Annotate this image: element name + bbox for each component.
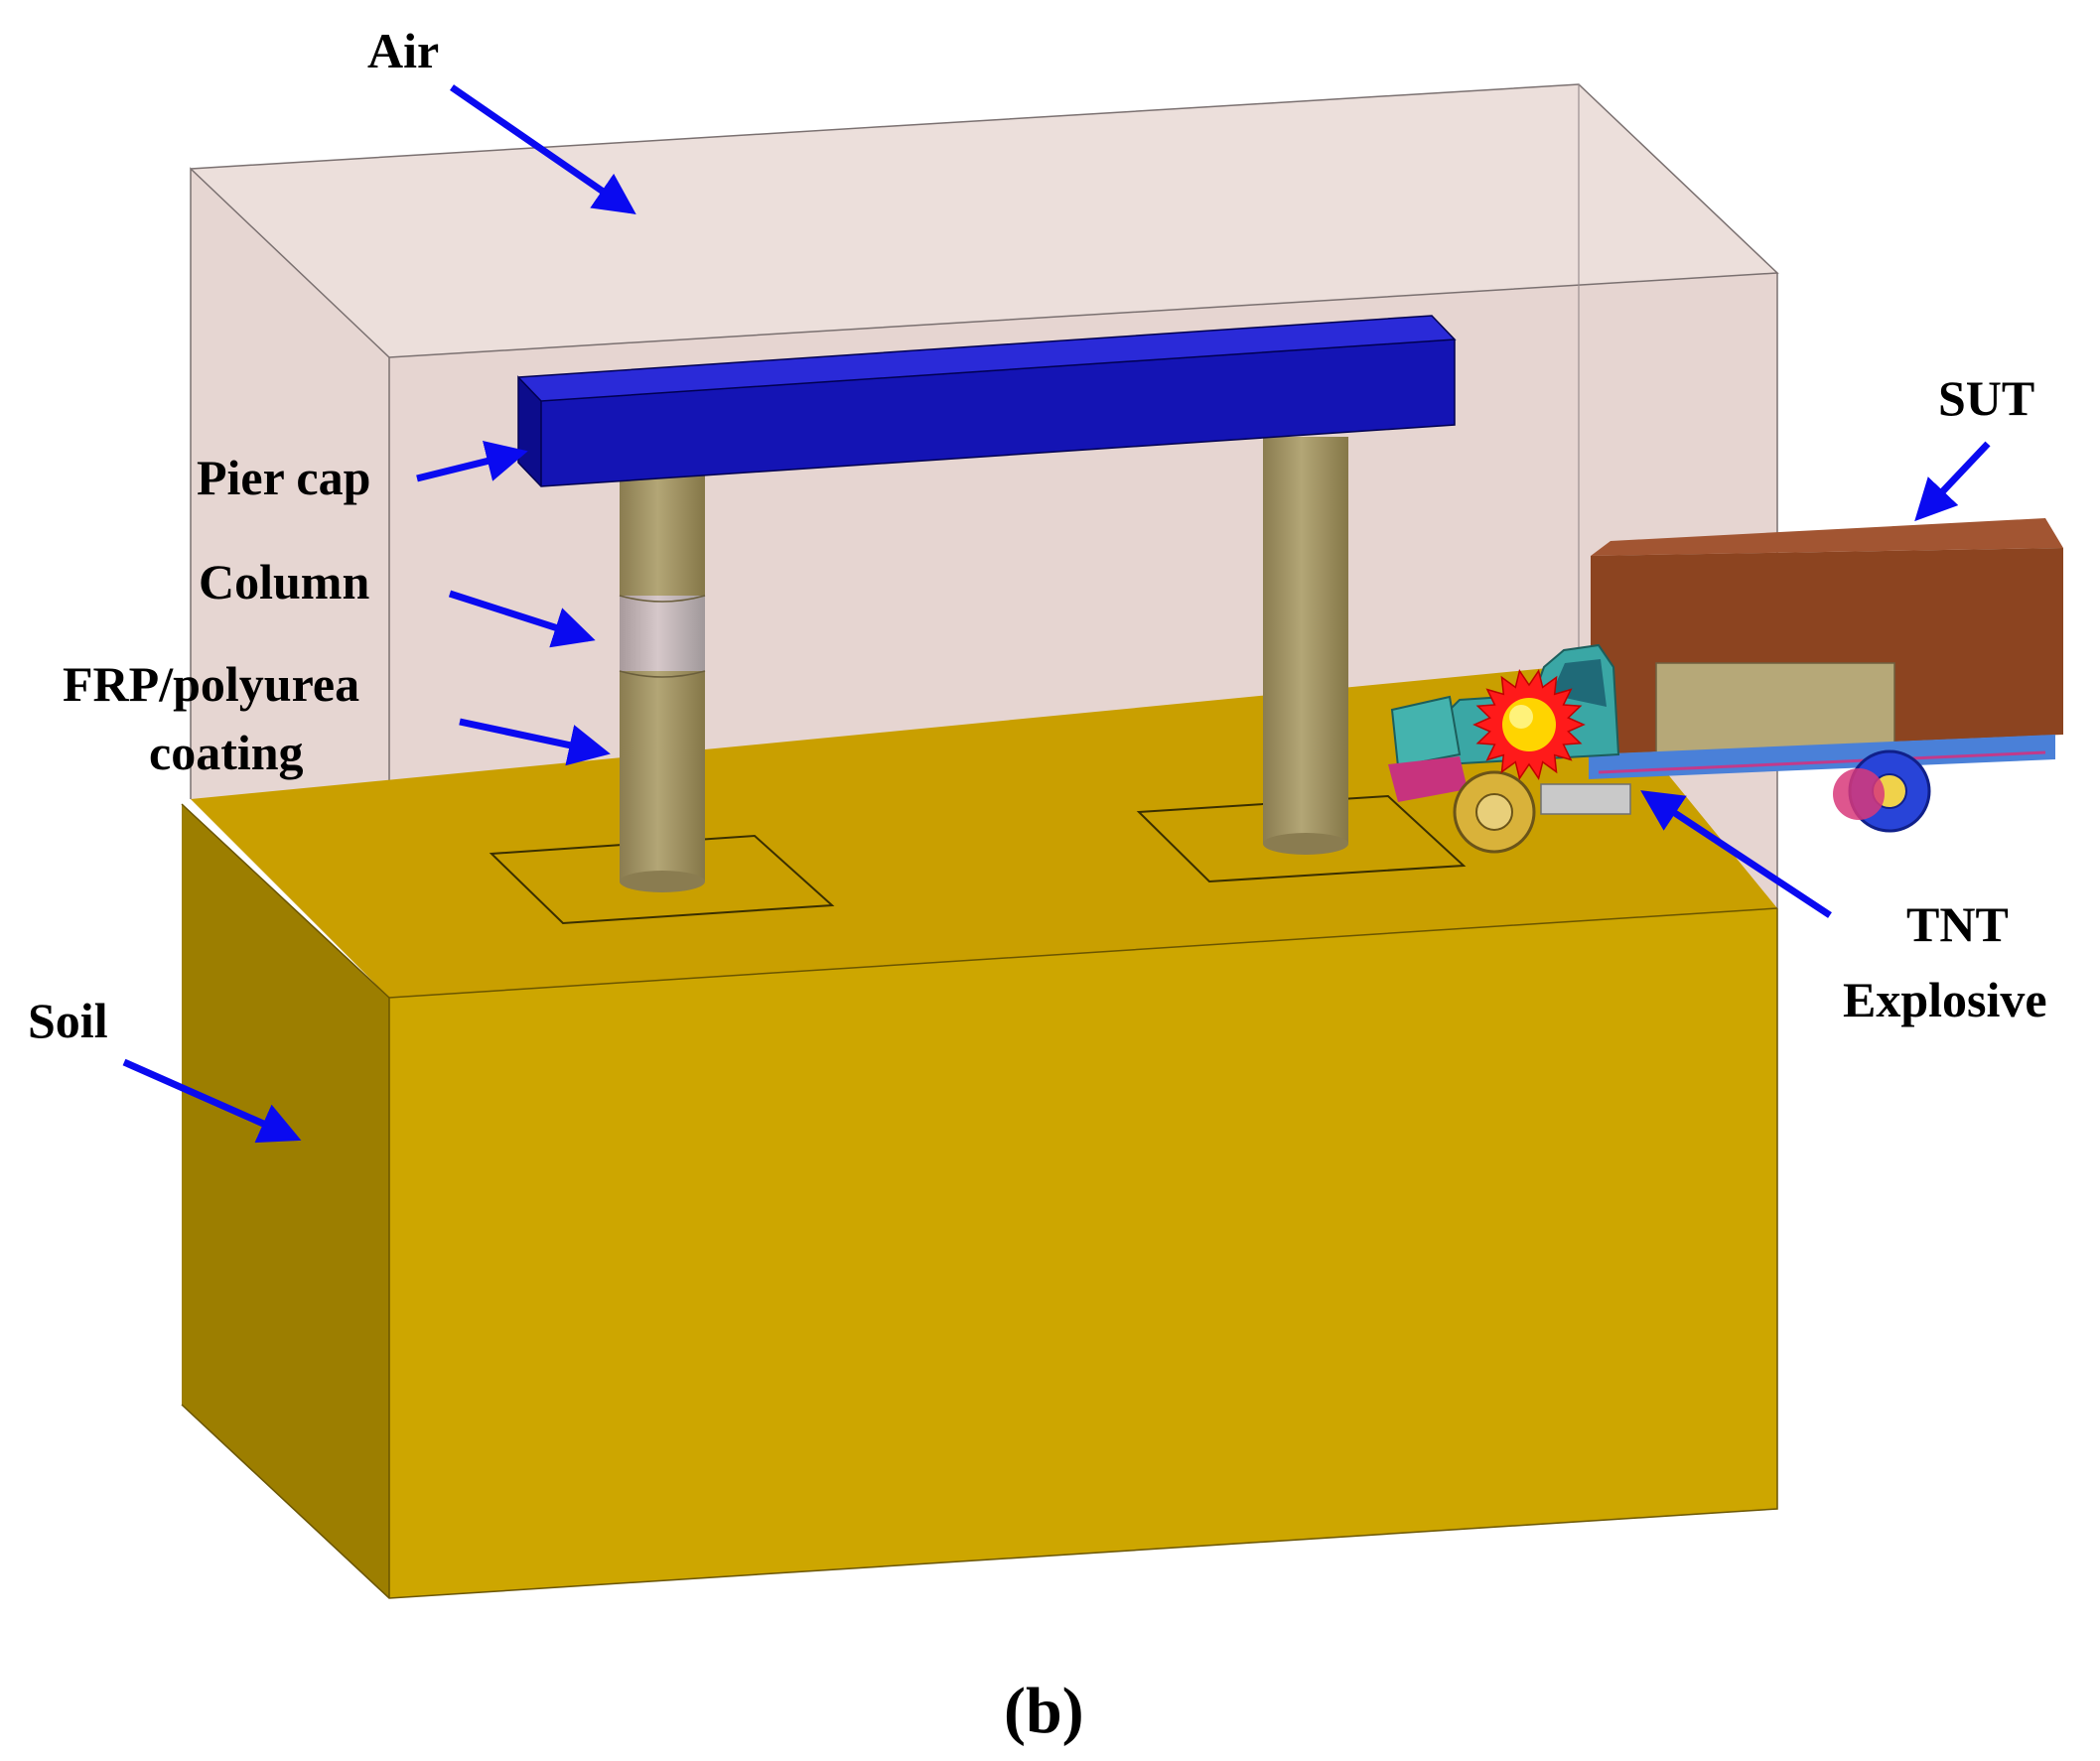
soil-arrow	[122, 1058, 302, 1144]
tnt-label-line1: TNT	[1906, 896, 2009, 952]
pointer-arrows	[122, 84, 1991, 1144]
left-column	[619, 465, 706, 892]
soil-top-face	[191, 665, 1777, 998]
soil-block	[181, 665, 1778, 1599]
coating-label-line2: coating	[149, 725, 304, 780]
truck-bumper	[1388, 756, 1468, 802]
pier-cap-front	[541, 339, 1455, 486]
truck-box-panel	[1655, 662, 1895, 758]
truck-hood	[1390, 695, 1462, 768]
pier-cap-arrow	[416, 441, 528, 482]
air-top-face	[191, 84, 1777, 357]
column-arrow	[448, 590, 596, 648]
air-arrow	[450, 84, 636, 214]
pier-cap-top	[518, 316, 1455, 401]
frp-coating-band	[620, 596, 705, 671]
sut-label: SUT	[1938, 370, 2034, 426]
air-label: Air	[367, 23, 439, 78]
truck-box-top	[1591, 518, 2063, 556]
coating-arrow	[459, 718, 611, 766]
right-column	[1263, 437, 1348, 855]
tnt-label-line2: Explosive	[1843, 972, 2047, 1027]
pier-cap	[517, 315, 1457, 487]
panel-label: (b)	[1004, 1675, 1084, 1747]
truck-fuel-tank	[1540, 783, 1631, 815]
sut-truck	[1388, 518, 2063, 854]
soil-label: Soil	[28, 993, 108, 1048]
soil-left-face	[182, 804, 389, 1598]
tnt-arrow	[1640, 790, 1832, 918]
pier-cap-label: Pier cap	[197, 450, 370, 505]
air-edges	[190, 83, 1779, 799]
sut-arrow	[1914, 441, 1991, 522]
column-label: Column	[199, 554, 369, 610]
coating-label-line1: FRP/polyurea	[63, 656, 359, 712]
soil-front-face	[389, 908, 1777, 1598]
